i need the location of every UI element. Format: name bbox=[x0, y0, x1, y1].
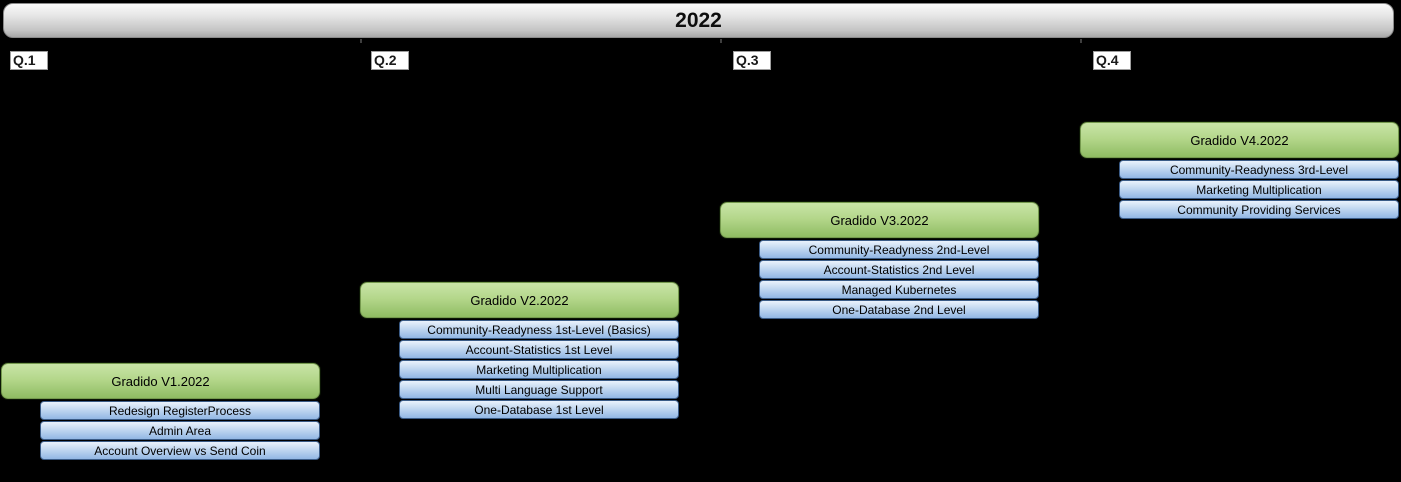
feature-bar: Account-Statistics 1st Level bbox=[399, 340, 679, 359]
feature-bar: Community Providing Services bbox=[1119, 200, 1399, 219]
feature-bar: Account-Statistics 2nd Level bbox=[759, 260, 1039, 279]
release-group-q1: Gradido V1.2022 Redesign RegisterProcess… bbox=[0, 362, 321, 461]
feature-bar: One-Database 2nd Level bbox=[759, 300, 1039, 319]
release-title-v4: Gradido V4.2022 bbox=[1079, 121, 1400, 159]
feature-bar: One-Database 1st Level bbox=[399, 400, 679, 419]
release-group-q4: Gradido V4.2022 Community-Readyness 3rd-… bbox=[1079, 121, 1400, 220]
feature-bar: Community-Readyness 3rd-Level bbox=[1119, 160, 1399, 179]
feature-bar: Redesign RegisterProcess bbox=[40, 401, 320, 420]
feature-list-q3: Community-Readyness 2nd-Level Account-St… bbox=[759, 240, 1039, 319]
release-title-v3: Gradido V3.2022 bbox=[719, 201, 1040, 239]
release-title-v1: Gradido V1.2022 bbox=[0, 362, 321, 400]
release-group-q3: Gradido V3.2022 Community-Readyness 2nd-… bbox=[719, 201, 1040, 320]
feature-bar: Admin Area bbox=[40, 421, 320, 440]
feature-bar: Marketing Multiplication bbox=[1119, 180, 1399, 199]
feature-bar: Multi Language Support bbox=[399, 380, 679, 399]
year-header: 2022 bbox=[3, 3, 1394, 38]
quarter-tick-q2 bbox=[360, 39, 362, 43]
quarter-label-q4: Q.4 bbox=[1093, 51, 1131, 70]
feature-list-q4: Community-Readyness 3rd-Level Marketing … bbox=[1119, 160, 1399, 219]
release-title-v2: Gradido V2.2022 bbox=[359, 281, 680, 319]
feature-list-q1: Redesign RegisterProcess Admin Area Acco… bbox=[40, 401, 320, 460]
feature-bar: Account Overview vs Send Coin bbox=[40, 441, 320, 460]
feature-bar: Marketing Multiplication bbox=[399, 360, 679, 379]
quarter-tick-q4 bbox=[1080, 39, 1082, 43]
quarter-label-q3: Q.3 bbox=[733, 51, 771, 70]
feature-bar: Community-Readyness 1st-Level (Basics) bbox=[399, 320, 679, 339]
quarter-label-q1: Q.1 bbox=[10, 51, 48, 70]
feature-bar: Managed Kubernetes bbox=[759, 280, 1039, 299]
feature-list-q2: Community-Readyness 1st-Level (Basics) A… bbox=[399, 320, 679, 419]
year-title: 2022 bbox=[675, 8, 722, 32]
release-group-q2: Gradido V2.2022 Community-Readyness 1st-… bbox=[359, 281, 680, 420]
quarter-tick-q3 bbox=[720, 39, 722, 43]
quarter-label-q2: Q.2 bbox=[371, 51, 409, 70]
feature-bar: Community-Readyness 2nd-Level bbox=[759, 240, 1039, 259]
